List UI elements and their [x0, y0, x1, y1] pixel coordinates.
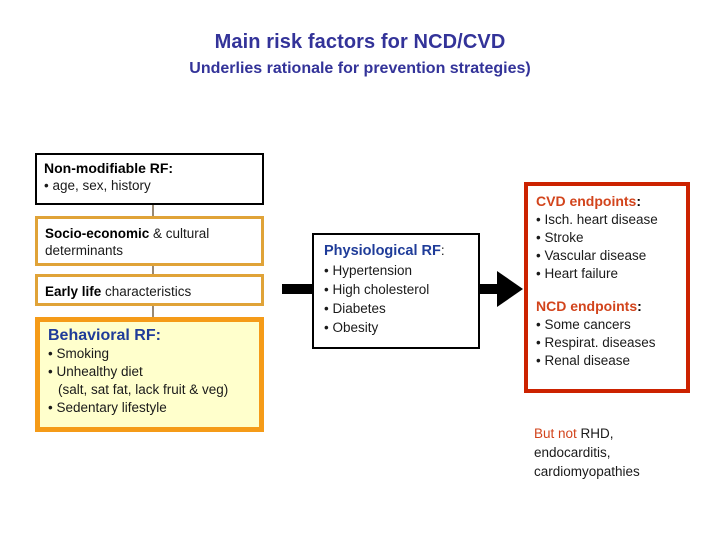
- cvd-item-ischemic-heart-disease: • Isch. heart disease: [536, 212, 658, 227]
- cvd-endpoints-heading-line: CVD endpoints:: [536, 192, 686, 211]
- cvd-endpoints-heading: CVD endpoints: [536, 193, 637, 209]
- ncd-item-renal-disease: • Renal disease: [536, 353, 631, 368]
- box-socio-economic: Socio-economic & cultural determinants: [35, 216, 264, 266]
- socio-economic-heading-rest: & cultural: [149, 226, 210, 241]
- cvd-item-heart-failure: • Heart failure: [536, 266, 619, 281]
- non-modifiable-item: • age, sex, history: [44, 178, 151, 193]
- physiological-heading-colon: :: [440, 243, 445, 258]
- early-life-heading-line: Early life characteristics: [45, 283, 261, 300]
- physiological-item-high-cholesterol: • High cholesterol: [324, 282, 430, 297]
- endpoints-spacer: [536, 283, 686, 297]
- physiological-heading: Physiological RF: [324, 243, 441, 259]
- early-life-heading: Early life: [45, 284, 102, 299]
- ncd-endpoints-heading-line: NCD endpoints:: [536, 297, 686, 316]
- footnote-line3: cardiomyopathies: [534, 464, 640, 479]
- box-early-life: Early life characteristics: [35, 274, 264, 306]
- arrow-physiological-to-endpoints-shaft: [480, 284, 500, 294]
- early-life-heading-rest: characteristics: [101, 284, 192, 299]
- arrow-physiological-to-endpoints-head: [497, 271, 523, 307]
- footnote-line2: endocarditis,: [534, 445, 611, 460]
- cvd-item-vascular-disease: • Vascular disease: [536, 248, 647, 263]
- footnote-line1: But not RHD,: [534, 424, 714, 443]
- arrow-behavioral-to-physiological: [282, 284, 314, 294]
- cvd-item-stroke: • Stroke: [536, 230, 584, 245]
- box-endpoints: CVD endpoints: • Isch. heart disease • S…: [524, 182, 690, 393]
- connector-line-socioeconomic-to-earlylife: [152, 266, 154, 274]
- page-title: Main risk factors for NCD/CVD: [214, 31, 506, 53]
- behavioral-heading: Behavioral RF:: [48, 327, 161, 344]
- physiological-item-diabetes: • Diabetes: [324, 301, 386, 316]
- ncd-item-some-cancers: • Some cancers: [536, 317, 631, 332]
- non-modifiable-heading: Non-modifiable RF:: [44, 160, 174, 176]
- cvd-endpoints-heading-colon: :: [636, 193, 642, 209]
- physiological-heading-line: Physiological RF:: [324, 241, 478, 261]
- box-non-modifiable-rf: Non-modifiable RF: • age, sex, history: [35, 153, 264, 205]
- box-behavioral-rf: Behavioral RF: • Smoking • Unhealthy die…: [35, 317, 264, 432]
- socio-economic-heading: Socio-economic: [45, 226, 150, 241]
- footnote-rest: RHD,: [576, 426, 614, 441]
- behavioral-item-unhealthy-diet: • Unhealthy diet: [48, 364, 143, 379]
- footnote-lead: But not: [534, 426, 577, 441]
- behavioral-item-smoking: • Smoking: [48, 346, 110, 361]
- socio-economic-heading-line: Socio-economic & cultural: [45, 225, 261, 242]
- behavioral-item-sedentary: • Sedentary lifestyle: [48, 400, 167, 415]
- page-subtitle: Underlies rationale for prevention strat…: [189, 60, 531, 77]
- socio-economic-line2: determinants: [45, 243, 124, 258]
- ncd-item-respiratory-diseases: • Respirat. diseases: [536, 335, 656, 350]
- ncd-endpoints-heading-colon: :: [637, 298, 642, 314]
- footnote-exclusions: But not RHD, endocarditis, cardiomyopath…: [534, 424, 714, 481]
- ncd-endpoints-heading: NCD endpoints: [536, 298, 638, 314]
- physiological-item-obesity: • Obesity: [324, 320, 379, 335]
- physiological-item-hypertension: • Hypertension: [324, 263, 413, 278]
- title-block: Main risk factors for NCD/CVD Underlies …: [0, 30, 720, 80]
- behavioral-item-diet-detail: (salt, sat fat, lack fruit & veg): [58, 382, 229, 397]
- connector-line-nonmodifiable-to-socioeconomic: [152, 205, 154, 216]
- box-physiological-rf: Physiological RF: • Hypertension • High …: [312, 233, 480, 349]
- connector-line-earlylife-to-behavioral: [152, 306, 154, 317]
